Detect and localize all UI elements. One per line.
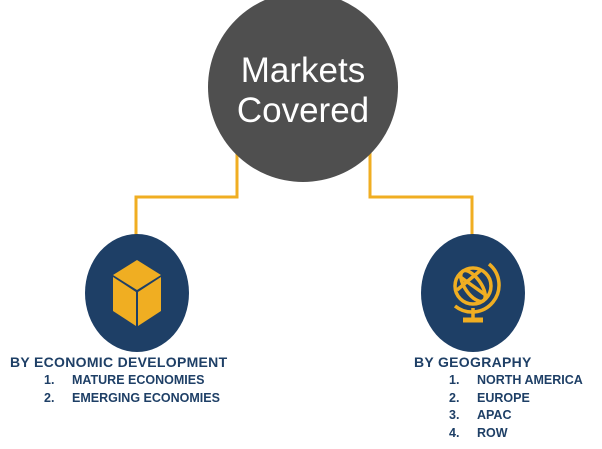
list-item: 2. EUROPE (449, 391, 583, 409)
item-number: 2. (449, 390, 460, 405)
list-item: 1. NORTH AMERICA (449, 373, 583, 391)
geography-heading: BY GEOGRAPHY (414, 354, 532, 370)
item-label: MATURE ECONOMIES (72, 373, 205, 387)
item-number: 1. (44, 373, 55, 387)
center-title-line2: Covered (236, 91, 370, 130)
item-number: 2. (44, 390, 55, 405)
item-number: 4. (449, 425, 460, 440)
economic-development-heading: BY ECONOMIC DEVELOPMENT (10, 354, 228, 370)
item-label: ROW (477, 425, 508, 440)
list-item: 1. MATURE ECONOMIES (44, 373, 227, 391)
cube-icon (113, 260, 161, 326)
item-number: 1. (449, 373, 460, 387)
economic-development-circle (85, 234, 189, 352)
item-label: EUROPE (477, 390, 530, 405)
globe-icon (453, 262, 501, 323)
list-item: 2. EMERGING ECONOMIES (44, 391, 227, 409)
markets-covered-circle: Markets Covered (208, 0, 398, 182)
list-item: 4. ROW (449, 426, 583, 444)
item-number: 3. (449, 408, 460, 422)
item-label: APAC (477, 408, 512, 422)
geography-section: BY GEOGRAPHY 1. NORTH AMERICA 2. EUROPE 3.… (414, 354, 583, 443)
economic-development-section: BY ECONOMIC DEVELOPMENT 1. MATURE ECONOMI… (10, 354, 227, 408)
center-title-line1: Markets (240, 51, 366, 90)
list-item: 3. APAC (449, 408, 583, 426)
geography-circle (421, 234, 525, 352)
item-label: NORTH AMERICA (477, 373, 583, 387)
item-label: EMERGING ECONOMIES (72, 390, 220, 405)
